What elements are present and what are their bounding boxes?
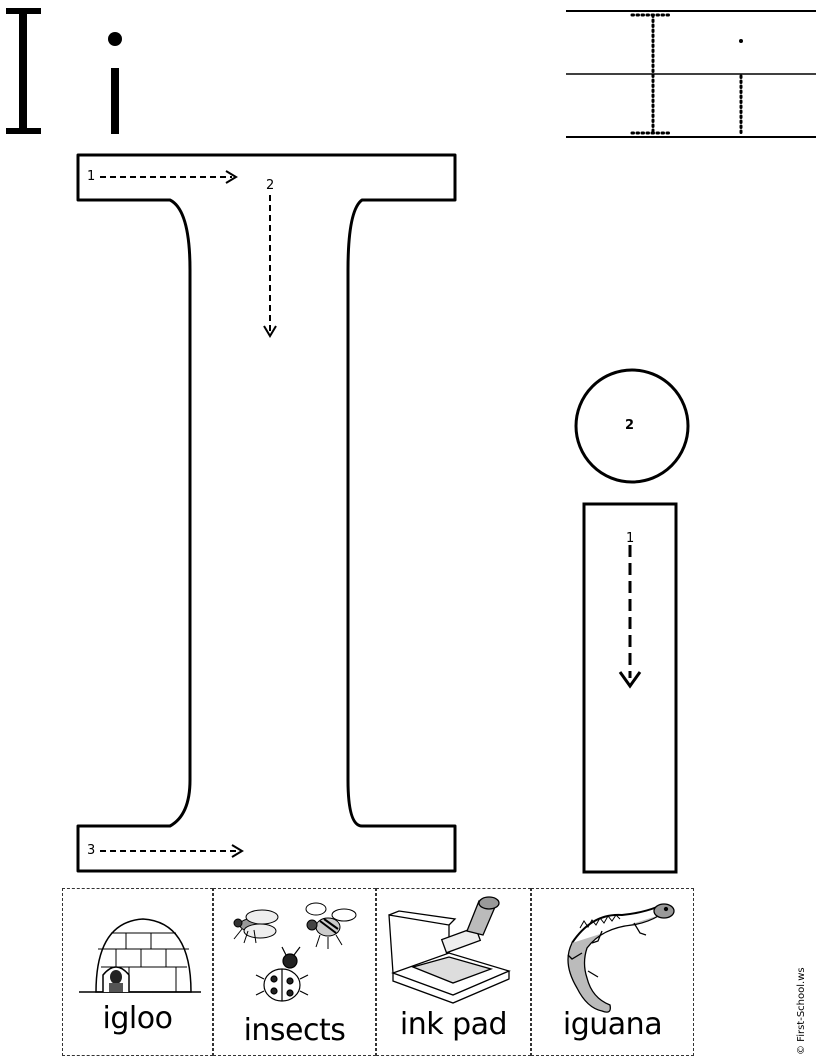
lowercase-i-dot-outline (574, 368, 690, 484)
ink-pad-icon (388, 896, 511, 1004)
picture-label-iguana: iguana (562, 1007, 663, 1042)
stroke-number-2: 2 (266, 178, 275, 193)
stroke-number-3: 3 (87, 843, 96, 858)
picture-label-igloo: igloo (102, 1001, 173, 1036)
igloo-icon (79, 918, 201, 993)
uppercase-i-outline (76, 153, 457, 873)
picture-card-ink-pad: ink pad (376, 888, 531, 1056)
iguana-icon (567, 903, 675, 1013)
insects-icon (233, 902, 357, 1002)
picture-card-igloo: igloo (62, 888, 213, 1056)
model-uppercase-i (6, 8, 41, 134)
copyright-text: © First-School.ws (796, 967, 807, 1055)
trace-uppercase-i (76, 153, 457, 873)
lowercase-i-stem-outline (582, 502, 678, 874)
dotted-practice-lines (566, 10, 816, 138)
picture-card-iguana: iguana (531, 888, 694, 1056)
model-lowercase-i (108, 32, 122, 134)
picture-label-ink-pad: ink pad (399, 1007, 508, 1042)
model-letters (6, 8, 122, 134)
picture-card-insects: insects (213, 888, 376, 1056)
lowercase-stroke-number-1: 1 (626, 531, 635, 546)
trace-lowercase-i (574, 368, 690, 874)
picture-label-insects: insects (243, 1013, 346, 1048)
stroke-number-1: 1 (87, 169, 96, 184)
lowercase-stroke-number-2: 2 (625, 418, 635, 433)
